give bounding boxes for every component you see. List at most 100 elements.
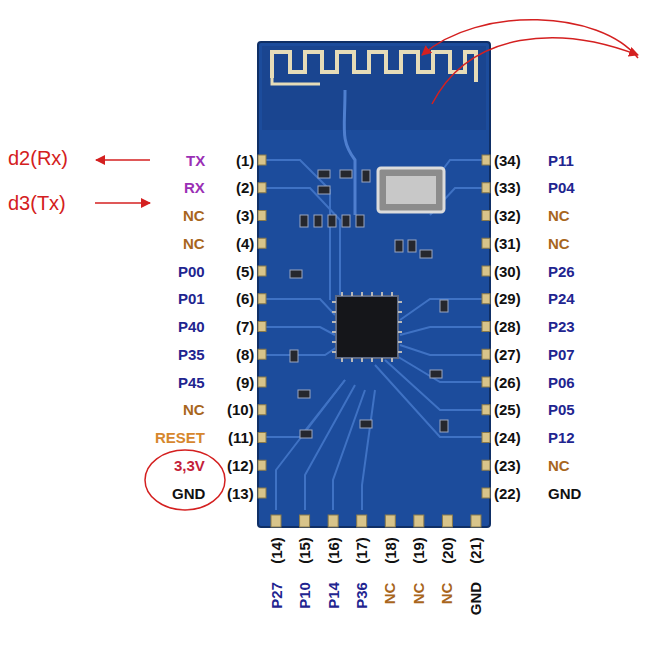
pin-name: RX bbox=[184, 180, 205, 195]
pin-number: (22) bbox=[494, 486, 521, 501]
pin-number: (6) bbox=[236, 291, 254, 306]
pin-number: (18) bbox=[383, 537, 398, 564]
pin-name: TX bbox=[186, 153, 205, 168]
pin-number: (14) bbox=[268, 537, 283, 564]
pin-number: (4) bbox=[236, 236, 254, 251]
solder-pad bbox=[271, 515, 281, 527]
pin-number: (26) bbox=[494, 375, 521, 390]
pin-name: P06 bbox=[548, 375, 575, 390]
pin-name: 3,3V bbox=[174, 458, 205, 473]
pin-name: NC bbox=[383, 582, 398, 604]
pin-number: (23) bbox=[494, 458, 521, 473]
solder-pad bbox=[258, 405, 266, 415]
pin-number: (10) bbox=[227, 402, 254, 417]
pin-name: RESET bbox=[155, 430, 205, 445]
pin-name: P07 bbox=[548, 347, 575, 362]
solder-pad bbox=[258, 183, 266, 193]
pin-name: GND bbox=[172, 486, 205, 501]
pin-name: NC bbox=[183, 236, 205, 251]
pin-name: NC bbox=[548, 236, 570, 251]
signal-label: d3(Tx) bbox=[8, 193, 66, 213]
solder-pad bbox=[258, 377, 266, 387]
solder-pad bbox=[482, 211, 490, 221]
pin-number: (11) bbox=[228, 430, 254, 445]
solder-pad bbox=[482, 377, 490, 387]
pin-number: (28) bbox=[494, 319, 521, 334]
pin-name: NC bbox=[440, 582, 455, 604]
solder-pad bbox=[482, 405, 490, 415]
pin-name: NC bbox=[183, 208, 205, 223]
solder-pad bbox=[258, 460, 266, 470]
solder-pad bbox=[471, 515, 481, 527]
pin-name: P23 bbox=[548, 319, 575, 334]
solder-pad bbox=[482, 266, 490, 276]
pin-number: (31) bbox=[494, 236, 521, 251]
solder-pad bbox=[258, 322, 266, 332]
pin-name: P27 bbox=[268, 582, 283, 609]
pin-number: (19) bbox=[411, 537, 426, 564]
pin-number: (20) bbox=[440, 537, 455, 564]
pin-number: (1) bbox=[236, 153, 254, 168]
pin-number: (3) bbox=[236, 208, 254, 223]
solder-pad bbox=[482, 183, 490, 193]
solder-pad bbox=[258, 433, 266, 443]
pin-name: NC bbox=[183, 402, 205, 417]
pin-number: (12) bbox=[227, 458, 254, 473]
pin-name: P05 bbox=[548, 402, 575, 417]
pin-number: (8) bbox=[236, 347, 254, 362]
solder-pad bbox=[414, 515, 424, 527]
solder-pad bbox=[482, 238, 490, 248]
pin-name: P04 bbox=[548, 180, 575, 195]
pin-number: (25) bbox=[494, 402, 521, 417]
pin-number: (30) bbox=[494, 264, 521, 279]
solder-pad bbox=[258, 266, 266, 276]
solder-pad bbox=[482, 460, 490, 470]
signal-label: d2(Rx) bbox=[8, 148, 68, 168]
solder-pad bbox=[482, 294, 490, 304]
solder-pad bbox=[482, 433, 490, 443]
pin-number: (16) bbox=[325, 537, 340, 564]
pin-number: (21) bbox=[468, 537, 483, 564]
solder-pad bbox=[482, 488, 490, 498]
pin-name: P26 bbox=[548, 264, 575, 279]
pin-number: (29) bbox=[494, 291, 521, 306]
pin-name: P00 bbox=[178, 264, 205, 279]
pin-number: (7) bbox=[236, 319, 254, 334]
solder-pad bbox=[300, 515, 310, 527]
pin-name: NC bbox=[548, 208, 570, 223]
solder-pad bbox=[258, 349, 266, 359]
solder-pad bbox=[482, 155, 490, 165]
pin-number: (17) bbox=[354, 537, 369, 564]
solder-pad bbox=[357, 515, 367, 527]
pin-number: (34) bbox=[494, 153, 521, 168]
pin-name: NC bbox=[411, 582, 426, 604]
pin-name: P45 bbox=[178, 375, 205, 390]
pin-name: P14 bbox=[325, 582, 340, 609]
solder-pad bbox=[482, 349, 490, 359]
pin-name: P01 bbox=[178, 291, 205, 306]
pin-name: GND bbox=[469, 582, 484, 615]
pin-number: (32) bbox=[494, 208, 521, 223]
solder-pad bbox=[328, 515, 338, 527]
pin-name: NC bbox=[548, 458, 570, 473]
solder-pad bbox=[482, 322, 490, 332]
solder-pad bbox=[258, 238, 266, 248]
pin-number: (13) bbox=[227, 486, 254, 501]
pin-name: P12 bbox=[548, 430, 575, 445]
pin-name: P11 bbox=[548, 153, 574, 168]
pin-number: (5) bbox=[236, 264, 254, 279]
pin-name: P36 bbox=[354, 582, 369, 609]
pin-number: (24) bbox=[494, 430, 521, 445]
solder-pad bbox=[385, 515, 395, 527]
solder-pad bbox=[258, 488, 266, 498]
pin-name: P24 bbox=[548, 291, 575, 306]
solder-pad bbox=[258, 294, 266, 304]
pin-number: (33) bbox=[494, 180, 521, 195]
solder-pad bbox=[258, 211, 266, 221]
pin-name: P10 bbox=[297, 582, 312, 609]
solder-pad bbox=[258, 155, 266, 165]
pin-name: P40 bbox=[178, 319, 205, 334]
pin-number: (15) bbox=[297, 537, 312, 564]
pin-number: (2) bbox=[236, 180, 254, 195]
